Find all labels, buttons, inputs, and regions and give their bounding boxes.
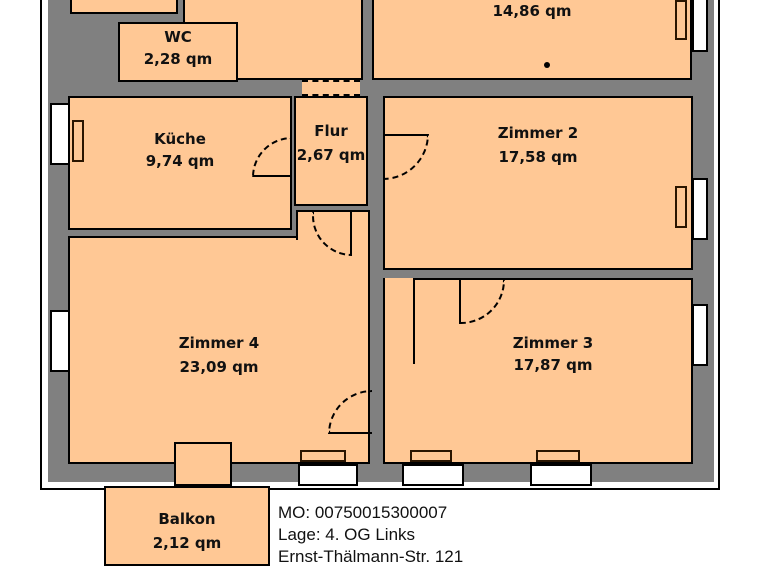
room-balkon: Balkon 2,12 qm [104, 486, 270, 566]
room-zimmer2-area: 17,58 qm [498, 148, 578, 166]
room-zimmer3-main: Zimmer 3 17,87 qm [413, 278, 693, 464]
window-sill [410, 450, 452, 462]
info-box: MO: 00750015300007 Lage: 4. OG Links Ern… [278, 502, 758, 568]
window [50, 103, 70, 165]
room-zimmer2-name: Zimmer 2 [497, 124, 579, 142]
room-top-right: 14,86 qm [372, 0, 692, 80]
room-kueche-name: Küche [154, 130, 206, 148]
window [692, 178, 708, 240]
room-wc-area: 2,28 qm [143, 50, 213, 68]
room-flur-area: 2,67 qm [296, 146, 366, 164]
room-zimmer4-area: 23,09 qm [179, 358, 259, 376]
room-balkon-area: 2,12 qm [152, 534, 222, 552]
window-sill [300, 450, 346, 462]
window [402, 464, 464, 486]
room-zimmer3-area: 17,87 qm [513, 356, 593, 374]
radiator [72, 120, 84, 162]
room-flur-name: Flur [314, 122, 348, 140]
room-wc-name: WC [164, 28, 192, 46]
room-top-right-area: 14,86 qm [492, 2, 572, 20]
window [692, 0, 708, 52]
passage [302, 80, 360, 96]
window [298, 464, 358, 486]
info-mo: MO: 00750015300007 [278, 503, 448, 522]
room-kueche-area: 9,74 qm [145, 152, 215, 170]
room-zimmer4: Zimmer 4 23,09 qm [68, 236, 370, 464]
room-zimmer3-name: Zimmer 3 [512, 334, 594, 352]
radiator [675, 186, 687, 228]
window [50, 310, 70, 372]
window [530, 464, 592, 486]
door-balcony [174, 442, 232, 486]
room-wc: WC 2,28 qm [118, 22, 238, 82]
room-flur: Flur 2,67 qm [294, 96, 368, 206]
radiator [675, 0, 687, 40]
window-sill [536, 450, 580, 462]
room-top-left-partial [70, 0, 178, 14]
window [692, 304, 708, 366]
center-mark-icon [544, 62, 550, 68]
info-lage: Lage: 4. OG Links [278, 525, 416, 544]
info-address: Ernst-Thälmann-Str. 121 [278, 547, 464, 566]
room-balkon-name: Balkon [158, 510, 216, 528]
room-zimmer2: Zimmer 2 17,58 qm [383, 96, 693, 270]
room-zimmer4-name: Zimmer 4 [178, 334, 260, 352]
room-zimmer3-lower [383, 364, 417, 464]
